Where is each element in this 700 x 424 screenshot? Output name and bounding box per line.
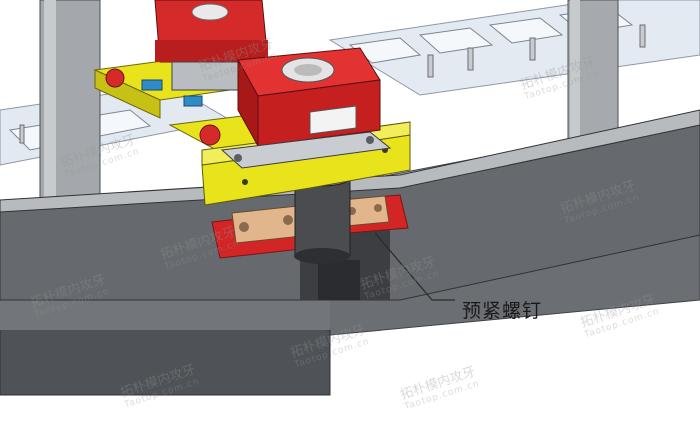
nameplate (309, 105, 357, 135)
blue-clip-2 (183, 95, 203, 107)
callout-leader-line (374, 232, 455, 301)
copper-pad-left (231, 205, 303, 244)
red-housing-upper (154, 0, 269, 91)
red-housing-main (237, 47, 381, 148)
clamp-plate (220, 131, 392, 169)
blue-clip-1 (141, 79, 163, 91)
preload-screw-label: 预紧螺钉 (462, 300, 543, 322)
